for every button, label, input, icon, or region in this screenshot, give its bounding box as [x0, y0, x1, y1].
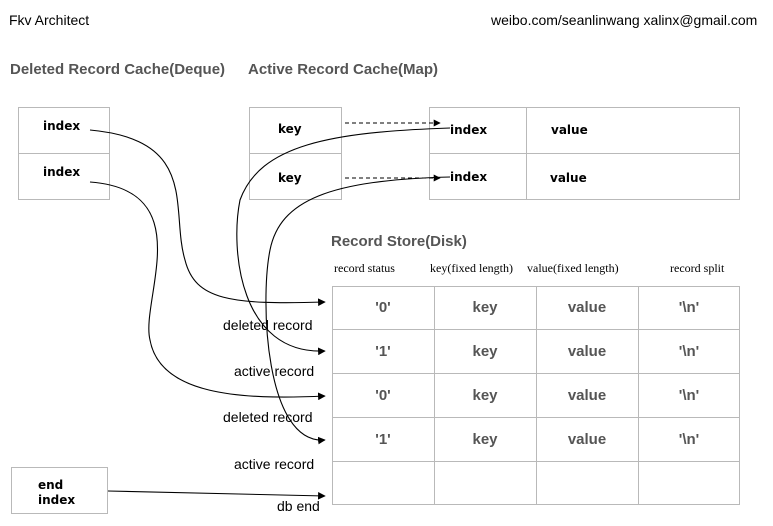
col-header-key: key(fixed length): [430, 261, 513, 275]
store-col-divider: [536, 286, 537, 505]
app-title: Fkv Architect: [9, 12, 90, 28]
deque-to-deleted-arrow: [89, 129, 326, 307]
cell-status: '0': [375, 387, 391, 404]
col-header-status: record status: [334, 261, 395, 275]
cell-value: value: [567, 343, 607, 360]
map-key-label: key: [278, 122, 302, 136]
end-index-line1: end: [38, 478, 64, 492]
cell-split: '\n': [678, 431, 700, 448]
cell-key: key: [472, 343, 498, 360]
store-title: Record Store(Disk): [331, 233, 467, 250]
map-index-to-active-arrow: [236, 127, 451, 356]
cell-split: '\n': [678, 343, 700, 360]
deque-index-label: index: [43, 165, 81, 179]
end-index-to-db-end-arrow: [107, 490, 326, 500]
cell-split: '\n': [678, 299, 700, 316]
cell-status: '1': [375, 431, 391, 448]
cell-value: value: [567, 431, 607, 448]
deque-slot: [18, 153, 110, 200]
deque-title: Deleted Record Cache(Deque): [10, 61, 226, 78]
map-title: Active Record Cache(Map): [248, 61, 439, 78]
row-label-db-end: db end: [277, 498, 320, 514]
cell-value: value: [567, 299, 607, 316]
col-header-split: record split: [670, 261, 725, 275]
map-col-divider: [526, 107, 527, 200]
deque-to-deleted-arrow: [89, 181, 326, 401]
cell-key: key: [472, 299, 498, 316]
map-key-slot: [249, 153, 342, 200]
cell-status: '0': [375, 299, 391, 316]
end-index-box: [11, 467, 108, 514]
map-key-label: key: [278, 171, 302, 185]
store-col-divider: [638, 286, 639, 505]
map-value-label: value: [551, 123, 588, 137]
contact-info: weibo.com/seanlinwang xalinx@gmail.com: [491, 12, 758, 28]
cell-key: key: [472, 431, 498, 448]
map-index-to-active-arrow: [265, 176, 451, 445]
cell-key: key: [472, 387, 498, 404]
map-index-label: index: [450, 123, 488, 137]
store-col-divider: [434, 286, 435, 505]
deque-index-label: index: [43, 119, 81, 133]
end-index-line2: index: [38, 493, 76, 507]
col-header-value: value(fixed length): [527, 261, 619, 275]
row-label-active: active record: [234, 363, 315, 379]
map-index-label: index: [450, 170, 488, 184]
cell-split: '\n': [678, 387, 700, 404]
map-value-label: value: [550, 171, 587, 185]
row-label-active: active record: [234, 456, 315, 472]
cell-value: value: [567, 387, 607, 404]
row-label-deleted: deleted record: [223, 317, 313, 333]
map-row-divider: [429, 153, 740, 154]
cell-status: '1': [375, 343, 391, 360]
